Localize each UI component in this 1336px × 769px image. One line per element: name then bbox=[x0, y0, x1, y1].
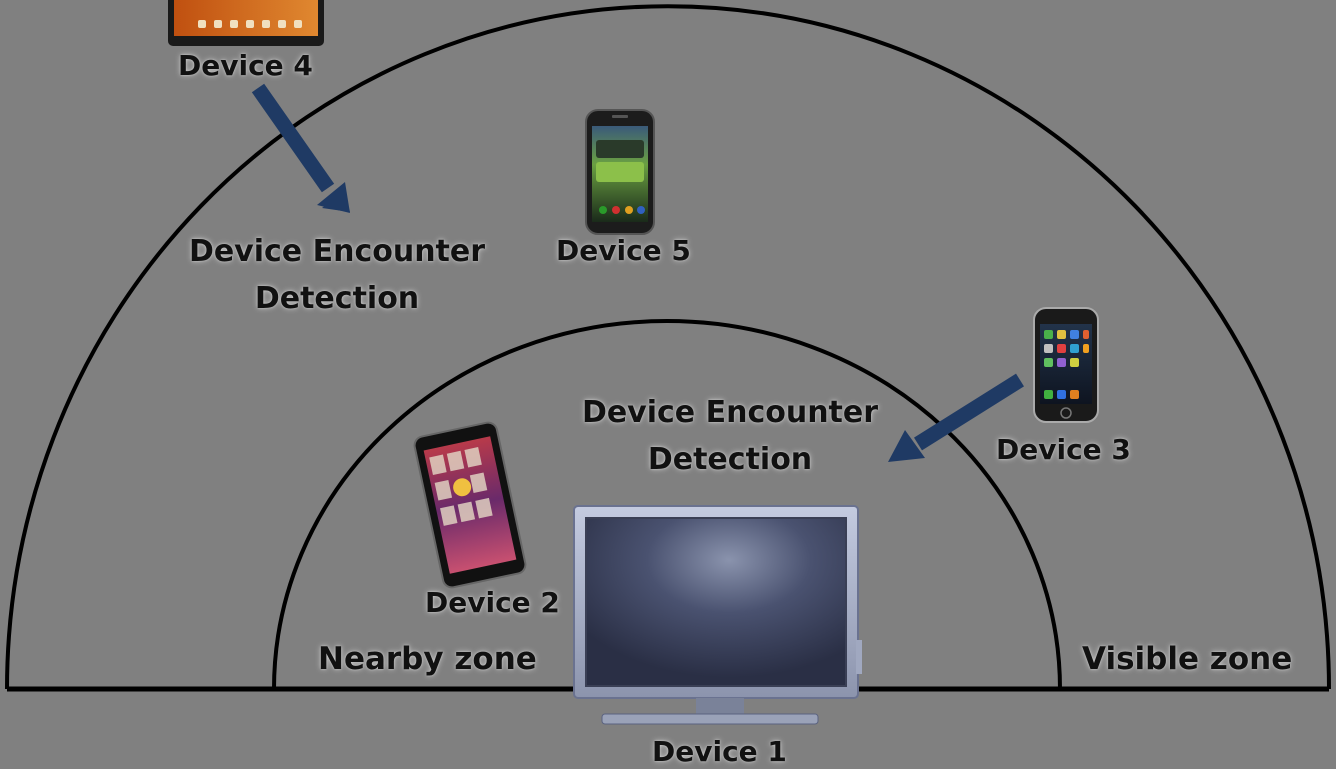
inner-detection-label: Device Encounter Detection bbox=[565, 390, 895, 483]
tablet-icon bbox=[413, 421, 527, 589]
arrow-icon bbox=[888, 373, 1024, 462]
inner-detection-line2: Detection bbox=[647, 441, 813, 477]
device-1-label: Device 1 bbox=[652, 735, 787, 768]
device-4-label: Device 4 bbox=[178, 49, 313, 82]
outer-detection-line1: Device Encounter bbox=[188, 234, 486, 269]
phone-icon bbox=[1033, 307, 1099, 423]
device-5-label: Device 5 bbox=[556, 234, 691, 267]
arrow-icon bbox=[251, 83, 350, 213]
outer-detection-line2: Detection bbox=[254, 280, 420, 316]
visible-zone-label: Visible zone bbox=[1082, 641, 1293, 677]
tablet-icon bbox=[168, 0, 324, 46]
visible-zone-boundary bbox=[5, 4, 1331, 690]
outer-detection-label: Device Encounter Detection bbox=[172, 229, 502, 322]
device-3-label: Device 3 bbox=[996, 433, 1131, 466]
device-2-label: Device 2 bbox=[425, 586, 560, 619]
tv-icon bbox=[573, 505, 862, 725]
inner-detection-line1: Device Encounter bbox=[581, 395, 879, 430]
nearby-zone-label: Nearby zone bbox=[318, 641, 537, 677]
nearby-zone-boundary bbox=[272, 319, 1062, 690]
phone-icon bbox=[585, 109, 655, 235]
